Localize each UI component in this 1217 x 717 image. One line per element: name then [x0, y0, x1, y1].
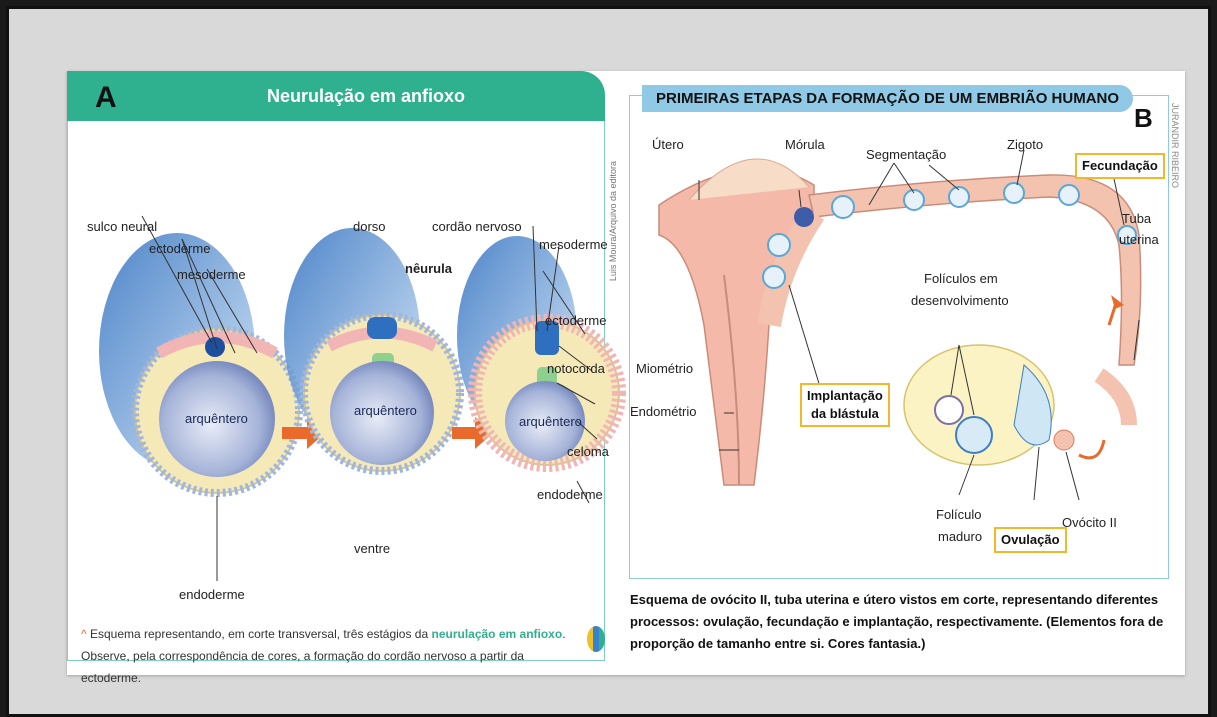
panel-a-letter: A [95, 81, 117, 115]
label-morula: Mórula [785, 137, 825, 152]
textbook-page: A Neurulação em anfioxo [67, 71, 1185, 675]
label-cordao-nervoso: cordão nervoso [432, 219, 522, 234]
panel-b-credit: JURANDIR RIBEIRO [1170, 103, 1180, 188]
uterine-tube [809, 175, 1141, 365]
uterus-shape [659, 169, 814, 485]
label-utero: Útero [652, 137, 684, 152]
label-sulco-neural: sulco neural [87, 219, 157, 234]
label-ectoderme-2: ectoderme [545, 313, 606, 328]
label-ectoderme-1: ectoderme [149, 241, 210, 256]
panel-b: PRIMEIRAS ETAPAS DA FORMAÇÃO DE UM EMBRI… [622, 71, 1185, 675]
neurulation-illustration [67, 121, 607, 641]
label-endoderme-1: endoderme [179, 587, 245, 602]
label-mesoderme-1: mesoderme [177, 267, 246, 282]
label-neurula: nêurula [405, 261, 452, 276]
label-foliculo-1: Folículo [936, 507, 982, 522]
label-celoma: celoma [567, 444, 609, 459]
panel-b-caption: Esquema de ovócito II, tuba uterina e út… [630, 589, 1185, 655]
label-dorso: dorso [353, 219, 386, 234]
label-endometrio: Endométrio [630, 404, 696, 419]
label-miometrio: Miométrio [636, 361, 693, 376]
label-zigoto: Zigoto [1007, 137, 1043, 152]
label-uterina: uterina [1119, 232, 1159, 247]
label-notocorda: notocorda [547, 361, 605, 376]
panel-a-credit: Luis Moura/Arquivo da editora [608, 161, 618, 281]
panel-a: A Neurulação em anfioxo [67, 71, 607, 675]
label-arquentero-2: arquêntero [354, 403, 417, 418]
image-frame: A Neurulação em anfioxo [6, 6, 1211, 717]
label-tuba: Tuba [1122, 211, 1151, 226]
stage-3-embryo [457, 236, 619, 465]
box-fecundacao: Fecundação [1075, 153, 1165, 179]
panel-a-title: Neurulação em anfioxo [267, 86, 465, 107]
label-ovocito: Ovócito II [1062, 515, 1117, 530]
label-mesoderme-2: mesoderme [539, 237, 608, 252]
label-foliculos-1: Folículos em [924, 271, 998, 286]
label-segmentacao: Segmentação [866, 147, 946, 162]
label-foliculo-2: maduro [938, 529, 982, 544]
box-ovulacao: Ovulação [994, 527, 1067, 553]
label-arquentero-1: arquêntero [185, 411, 248, 426]
section-color-icon [587, 626, 605, 652]
label-foliculos-2: desenvolvimento [911, 293, 1009, 308]
panel-a-caption: ^ Esquema representando, em corte transv… [81, 623, 571, 689]
label-ventre: ventre [354, 541, 390, 556]
label-arquentero-3: arquêntero [519, 414, 582, 429]
label-endoderme-2: endoderme [537, 487, 603, 502]
